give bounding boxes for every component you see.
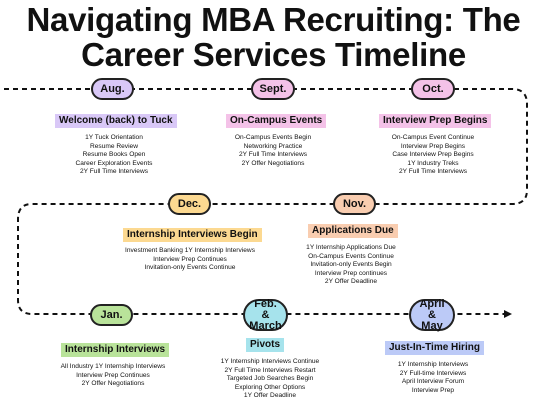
list-item: 2Y Full Time Interviews Restart [224,366,316,374]
list-item: 2Y Full-time Interviews [399,369,467,377]
list-april-may: 1Y Internship Interviews 2Y Full-time In… [368,361,498,395]
month-label: Jan. [100,309,123,321]
timeline-arrowhead-icon [504,310,512,318]
list-item: 1Y Tuck Orientation [85,134,143,141]
month-pill-jan: Jan. [90,304,133,326]
list-item: Networking Practice [243,142,303,150]
list-item: Interview Prep Continues [76,371,150,379]
list-item: Exploring Other Options [234,383,306,391]
list-dec: Investment Banking 1Y Internship Intervi… [115,247,265,273]
month-pill-nov: Nov. [333,193,376,215]
list-item: Interview Prep [411,386,455,394]
list-item: Case Interview Prep Begins [392,151,474,159]
month-pill-aug: Aug. [91,78,134,100]
month-pill-oct: Oct. [411,78,455,100]
list-item: On-Campus Events Begin [234,134,312,141]
list-item: Invitation-only Events Begin [310,261,392,269]
page-title-line-1: Navigating MBA Recruiting: The [26,1,521,38]
list-sept: On-Campus Events Begin Networking Practi… [208,134,338,168]
heading-just-in-time-hiring: Just-In-Time Hiring [385,341,484,355]
heading-interview-prep-begins: Interview Prep Begins [379,114,492,128]
month-label-line-2: March [249,319,282,332]
heading-internship-interviews: Internship Interviews [61,343,170,357]
heading-applications-due: Applications Due [308,224,398,238]
month-label-line-1: April & [419,297,445,321]
heading-pivots: Pivots [246,338,285,352]
month-pill-sept: Sept. [251,78,295,100]
list-item: 1Y Internship Applications Due [306,244,396,251]
list-item: 2Y Offer Negotiations [81,380,145,388]
heading-on-campus-events: On-Campus Events [226,114,327,128]
month-pill-april-may: April &May [409,297,455,332]
list-item: Resume Books Open [82,151,146,159]
month-pill-dec: Dec. [168,193,211,215]
list-item: 2Y Full Time Interviews [238,151,308,159]
list-item: April Interview Forum [401,378,465,386]
list-item: 1Y Internship Interviews [397,361,469,368]
list-item: 1Y Offer Deadline [243,392,297,400]
month-label: Oct. [422,83,444,95]
list-item: Interview Prep continues [314,269,388,277]
month-label: Dec. [177,198,202,210]
month-pill-feb-march: Feb. &March [243,297,288,332]
page-title-line-2: Career Services Timeline [81,36,466,73]
list-aug: 1Y Tuck Orientation Resume Review Resume… [49,134,179,177]
list-item: Invitation-only Events Continue [144,264,236,272]
month-label: Aug. [100,83,125,95]
list-item: Resume Review [89,142,138,150]
list-item: Interview Prep Begins [400,142,466,150]
month-label: Sept. [259,83,287,95]
list-jan: All Industry 1Y Internship Interviews In… [48,363,178,389]
list-oct: On-Campus Event Continue Interview Prep … [368,134,498,177]
month-label: Nov. [342,198,367,210]
list-item: 2Y Full Time Interviews [79,168,149,176]
list-item: Interview Prep Continues [153,255,227,263]
month-label-line-2: May [421,319,443,332]
month-label-line-1: Feb. & [254,297,277,321]
list-nov: 1Y Internship Applications Due On-Campus… [286,244,416,287]
list-item: Career Exploration Events [75,159,153,167]
list-item: Targeted Job Searches Begin [226,375,314,383]
heading-welcome: Welcome (back) to Tuck [55,114,177,128]
list-item: 1Y Internship Interviews Continue [220,358,320,365]
list-item: 1Y Industry Treks [407,159,459,167]
list-item: On-Campus Event Continue [391,134,475,141]
list-item: On-Campus Events Continue [308,252,394,260]
list-item: 2Y Offer Negotiations [241,159,305,167]
list-item: All Industry 1Y Internship Interviews [60,363,166,370]
list-feb-march: 1Y Internship Interviews Continue 2Y Ful… [205,358,335,401]
list-item: 2Y Offer Deadline [324,278,378,286]
list-item: 2Y Full Time Interviews [398,168,468,176]
list-item: Investment Banking 1Y Internship Intervi… [125,247,255,254]
heading-internship-interviews-begin: Internship Interviews Begin [123,228,262,242]
